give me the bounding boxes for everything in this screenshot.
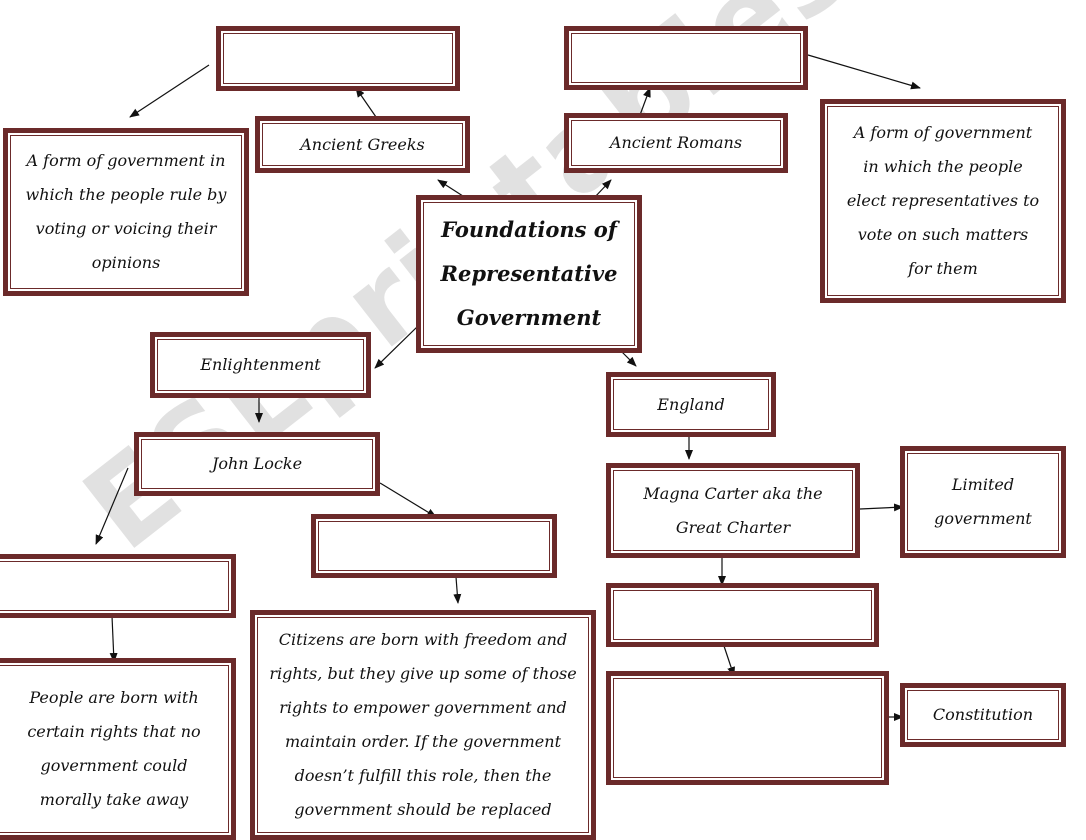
arrow-locke-to-left-blank [95,467,129,545]
node-roman-definition: A form of government in which the people… [820,99,1066,303]
node-greek-definition: A form of government in which the people… [3,128,249,296]
arrow-romans-to-blank [639,87,651,116]
node-constitution-label: Constitution [932,705,1034,724]
blank-box-locke-center [311,514,557,578]
central-title: Foundations of Representative Government [440,217,618,330]
arrow-greeks-to-blank [355,87,377,118]
arrow-romans-blank-to-definition [807,54,921,90]
blank-box-greeks [216,26,460,91]
arrow-locke-to-center-blank [379,482,437,518]
node-magna-carta: Magna Carter aka the Great Charter [606,463,860,558]
node-ancient-romans: Ancient Romans [564,113,788,173]
arrow-greeks-blank-to-definition [129,64,210,118]
node-ancient-greeks-label: Ancient Greeks [300,134,425,154]
node-enlightenment-label: Enlightenment [200,355,321,374]
arrow-center-to-enlightenment [374,325,419,369]
node-limited-government-label: Limited government [934,475,1032,528]
node-limited-government: Limited government [900,446,1066,558]
central-title-box: Foundations of Representative Government [416,195,642,353]
node-enlightenment: Enlightenment [150,332,371,398]
node-roman-definition-text: A form of government in which the people… [846,123,1040,278]
blank-box-england-1 [606,583,879,647]
arrow-left-blank-to-rights [109,615,118,663]
blank-box-england-2 [606,671,889,785]
node-ancient-greeks: Ancient Greeks [255,116,470,173]
node-locke-rights-text: People are born with certain rights that… [27,688,201,809]
node-constitution: Constitution [900,683,1066,747]
node-john-locke: John Locke [134,432,380,496]
arrow-magna-to-limited [859,503,904,512]
node-john-locke-label: John Locke [211,454,303,473]
node-locke-contract-text: Citizens are born with freedom and right… [269,630,577,819]
blank-box-locke-left [0,554,236,618]
arrow-center-blank-to-contract [453,576,462,604]
node-magna-carta-label: Magna Carter aka the Great Charter [643,483,823,537]
node-locke-contract: Citizens are born with freedom and right… [250,610,596,840]
node-greek-definition-text: A form of government in which the people… [25,151,227,272]
node-locke-rights: People are born with certain rights that… [0,658,236,840]
blank-box-romans [564,26,808,90]
node-england: England [606,372,776,437]
node-ancient-romans-label: Ancient Romans [609,133,743,152]
node-england-label: England [657,394,725,414]
